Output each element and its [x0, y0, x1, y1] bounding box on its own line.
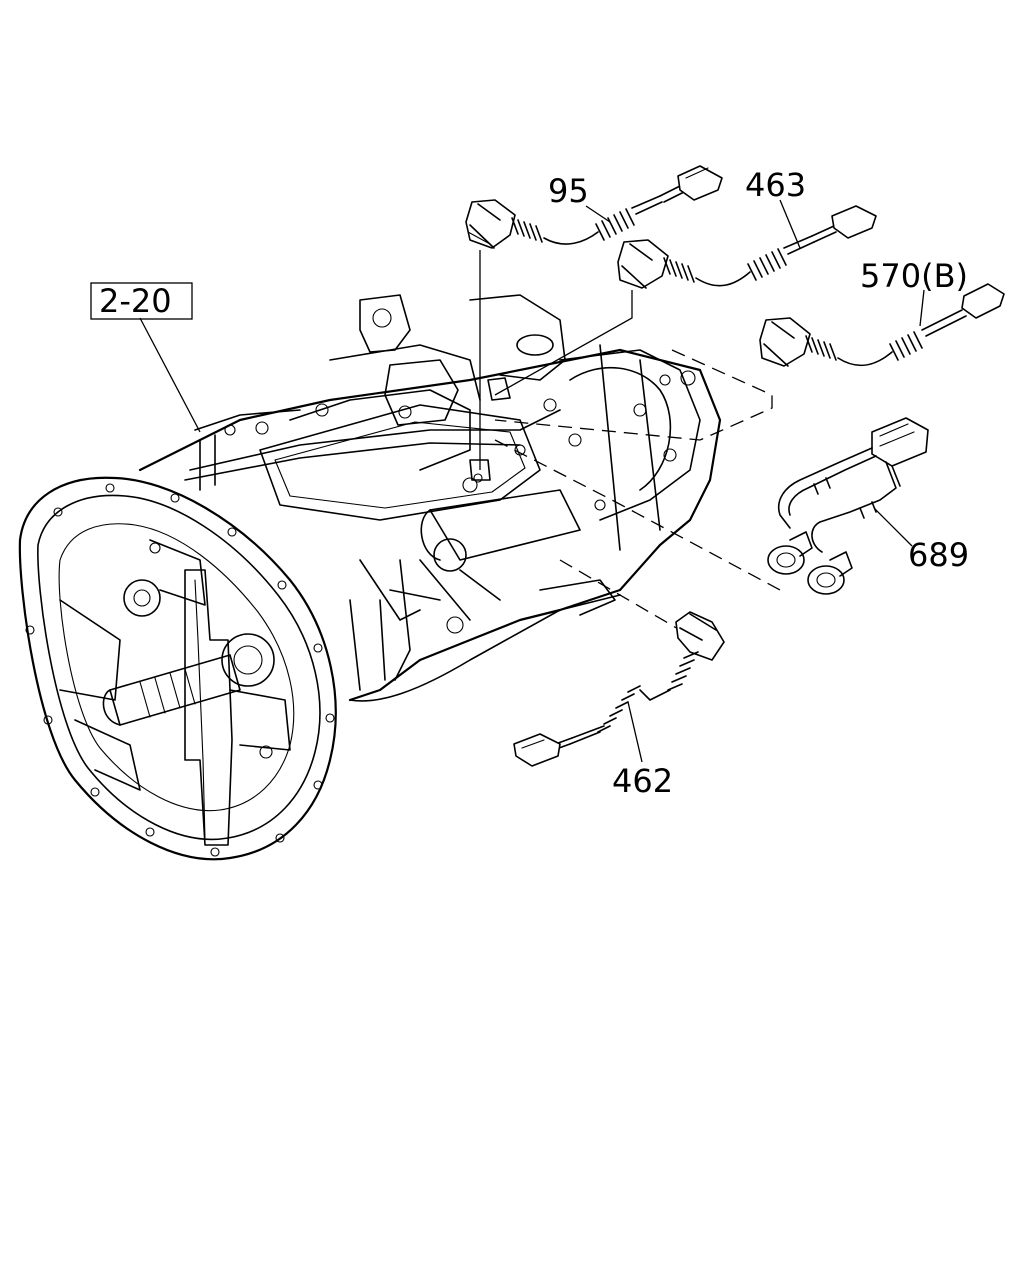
harness-689-connector-left [767, 531, 813, 575]
reference-box-2-20: 2-20 [90, 282, 193, 320]
transmission-assembly [18, 294, 722, 861]
callout-463: 463 [745, 166, 806, 204]
harness-689-connector-right [807, 551, 853, 595]
reference-box-label: 2-20 [99, 282, 172, 320]
callout-95: 95 [548, 172, 589, 210]
placement-lines [479, 250, 781, 631]
sensor-463 [617, 205, 877, 289]
callout-462: 462 [612, 762, 673, 800]
callout-689: 689 [908, 536, 969, 574]
callout-570b: 570(B) [860, 257, 968, 295]
sensor-570b [759, 283, 1005, 367]
sensor-462 [513, 611, 725, 767]
harness-689 [767, 417, 929, 595]
callout-leaders [139, 199, 925, 763]
sensor-95 [465, 165, 723, 249]
